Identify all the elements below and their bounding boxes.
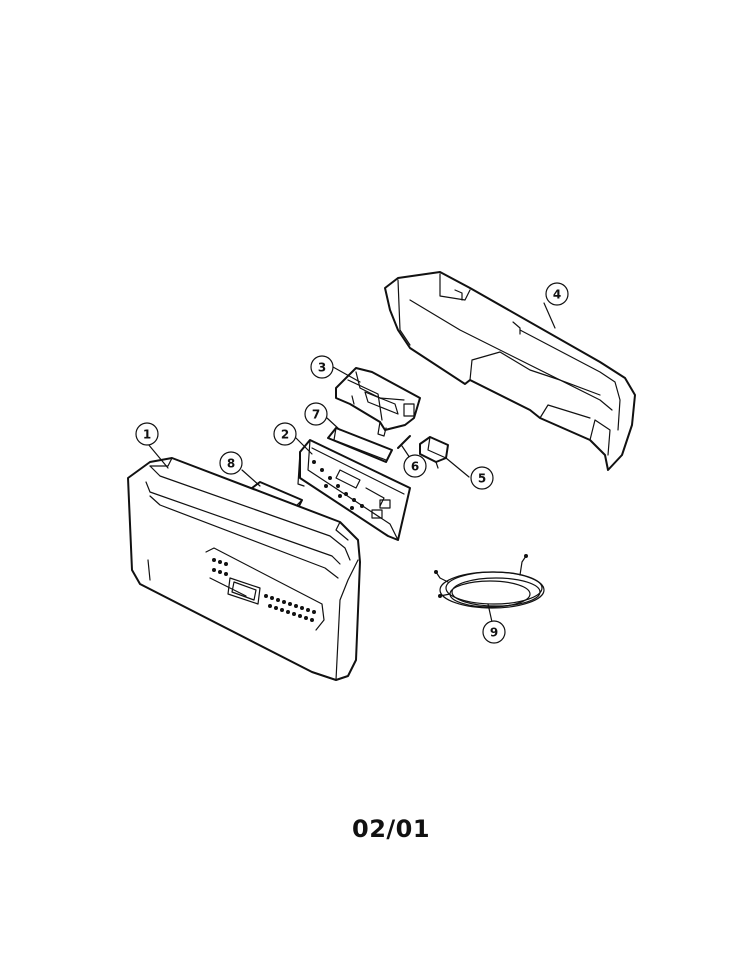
panel-buttons [212, 558, 316, 622]
callout-3: 3 [310, 355, 334, 379]
svg-text:6: 6 [411, 460, 419, 474]
svg-text:4: 4 [553, 288, 561, 302]
callout-8: 8 [219, 451, 243, 475]
svg-text:7: 7 [312, 408, 320, 422]
callout-5: 5 [470, 466, 494, 490]
svg-text:8: 8 [227, 457, 235, 471]
part-7-strip [327, 427, 393, 463]
part-6-rod [397, 435, 411, 449]
leader-lines [147, 302, 556, 623]
svg-text:9: 9 [490, 626, 498, 640]
part-2-circuit-board [297, 439, 411, 541]
svg-text:3: 3 [318, 361, 326, 375]
diagram-code: 02/01 [352, 815, 431, 843]
svg-text:1: 1 [143, 428, 151, 442]
callout-9: 9 [482, 620, 506, 644]
callout-6: 6 [403, 454, 427, 478]
part-9-wire-coil [434, 554, 545, 609]
callout-1: 1 [135, 422, 159, 446]
part-4-rear-housing [384, 271, 636, 471]
callout-2: 2 [273, 422, 297, 446]
callout-7: 7 [304, 402, 328, 426]
svg-text:5: 5 [478, 472, 486, 486]
part-1-control-panel [127, 457, 361, 681]
callout-4: 4 [545, 282, 569, 306]
part-3-bracket [335, 367, 421, 437]
svg-text:2: 2 [281, 428, 289, 442]
